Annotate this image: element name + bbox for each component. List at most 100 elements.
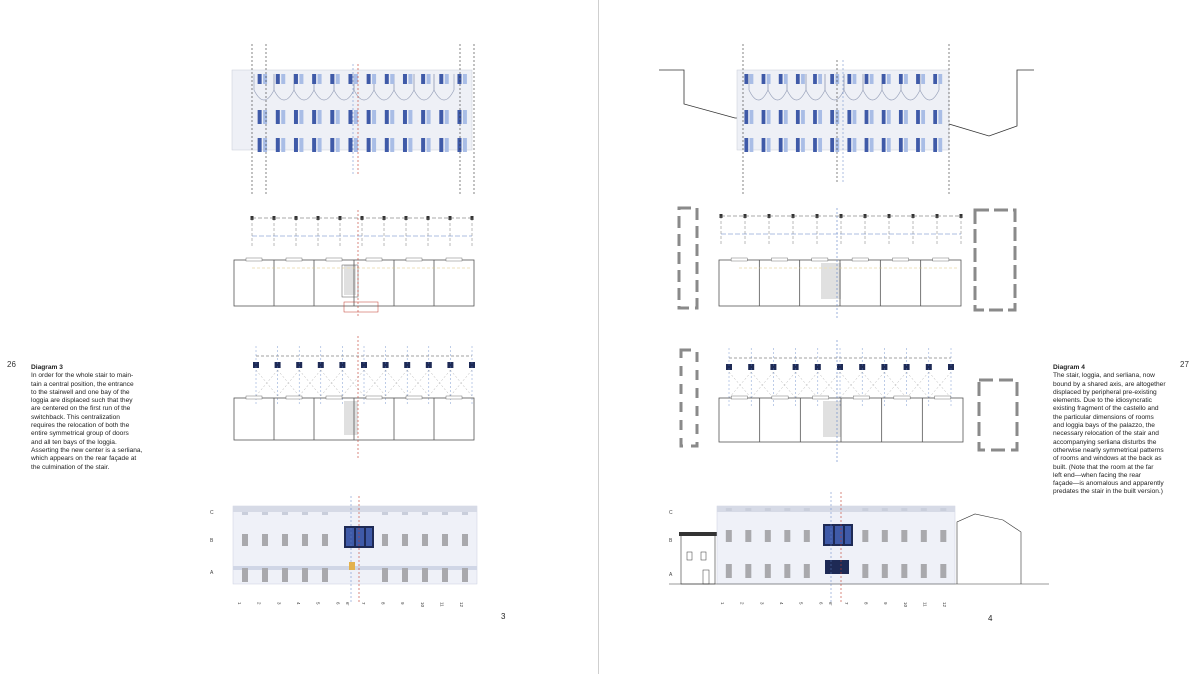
window-mark	[282, 568, 288, 582]
vault-line	[817, 371, 841, 399]
window-mark	[847, 138, 852, 152]
window-mark	[749, 110, 754, 124]
axis-number: 9	[400, 602, 405, 605]
caption-line: accompanying serliana disturbs the	[1053, 438, 1157, 446]
pier-mark	[339, 362, 346, 368]
window-mark	[901, 530, 908, 542]
window-mark	[257, 74, 262, 84]
window-mark	[904, 138, 908, 152]
axis-number: 5	[316, 602, 321, 605]
window-mark	[302, 568, 308, 582]
window-mark	[921, 138, 926, 152]
diagram-4-loggia-plan	[679, 340, 1019, 462]
caption-line: switchback. This centralization	[31, 413, 120, 421]
window-mark	[898, 110, 903, 124]
pier-mark	[447, 362, 454, 368]
window-mark	[335, 138, 340, 152]
caption-line: loggia are displaced such that they	[31, 397, 133, 405]
window-mark	[803, 508, 810, 511]
window-mark	[366, 138, 371, 152]
window-mark	[761, 74, 766, 84]
window-mark	[847, 74, 852, 84]
door-mark	[932, 257, 950, 262]
axis-number: 10	[420, 602, 425, 608]
axis-number: 1	[237, 602, 242, 605]
window-mark	[390, 138, 395, 152]
caption-line: are centered on the first run of the	[31, 405, 131, 413]
window-mark	[881, 74, 886, 84]
window-mark	[293, 138, 298, 152]
window-mark	[764, 530, 771, 542]
axis-number: 11	[440, 602, 445, 607]
left-page: 26 Diagram 3 In order for the whole stai…	[0, 0, 598, 674]
window-mark	[766, 110, 771, 124]
window-mark	[422, 512, 428, 515]
door-mark	[851, 257, 869, 262]
window-mark	[457, 74, 462, 84]
axis-number: 12	[942, 602, 947, 608]
right-page: 27 Diagram 4 The stair, loggia, and serl…	[599, 0, 1200, 674]
window-mark	[353, 74, 358, 84]
window-mark	[426, 138, 431, 152]
axis-number: 6	[818, 602, 823, 605]
window-mark	[384, 74, 389, 84]
window-mark	[462, 568, 468, 582]
caption-line: entire symmetrical group of doors	[31, 430, 129, 438]
caption-line: elements. Due to the idiosyncratic	[1053, 397, 1152, 405]
window-mark	[745, 564, 752, 578]
window-mark	[322, 512, 328, 515]
window-mark	[317, 74, 322, 84]
window-mark	[372, 110, 377, 124]
figure-number-left: 3	[501, 612, 506, 621]
window-mark	[384, 138, 389, 152]
window-mark	[744, 110, 749, 124]
caption-line: existing fragment of the castello and	[1053, 405, 1159, 413]
diagram-3-caption: Diagram 3 In order for the whole stair t…	[31, 364, 149, 472]
door-mark	[893, 395, 911, 400]
diagram-3-loggia-plan	[233, 336, 475, 460]
window-mark	[442, 568, 448, 582]
door-mark	[365, 257, 383, 262]
door-mark	[934, 395, 952, 400]
caption-line: the particular dimensions of rooms	[1053, 413, 1154, 421]
vault-line	[255, 369, 278, 397]
pier-mark	[361, 362, 367, 368]
window-mark	[299, 74, 304, 84]
vault-line	[862, 371, 885, 399]
window-mark	[353, 110, 358, 124]
window-mark	[725, 530, 732, 542]
window-mark	[262, 534, 268, 546]
window-mark	[444, 110, 449, 124]
pier-mark	[382, 362, 389, 368]
window-mark	[408, 138, 413, 152]
axis-number: 6	[335, 602, 340, 605]
window-mark	[818, 138, 823, 152]
door-mark	[405, 395, 423, 400]
caption-line: necessary relocation of the stair and	[1053, 430, 1159, 438]
window-mark	[783, 74, 788, 84]
window-mark	[869, 138, 874, 152]
window-mark	[940, 530, 947, 542]
window-mark	[778, 74, 783, 84]
window-mark	[322, 534, 328, 546]
window-mark	[366, 74, 371, 84]
window-mark	[881, 508, 888, 511]
window-mark	[830, 74, 835, 84]
window-mark	[462, 534, 468, 546]
window-mark	[862, 508, 869, 511]
window-mark	[784, 564, 791, 578]
pier-mark	[404, 362, 411, 368]
vault-line	[928, 371, 952, 399]
window-mark	[938, 74, 943, 84]
window-mark	[803, 530, 810, 542]
pier-mark	[317, 362, 324, 368]
window-mark	[422, 568, 428, 582]
window-mark	[725, 564, 732, 578]
door-mark	[811, 257, 829, 262]
window-mark	[818, 110, 823, 124]
window-mark	[801, 138, 805, 152]
window-mark	[813, 138, 817, 152]
diagram-3-facade-elevation	[231, 44, 475, 194]
